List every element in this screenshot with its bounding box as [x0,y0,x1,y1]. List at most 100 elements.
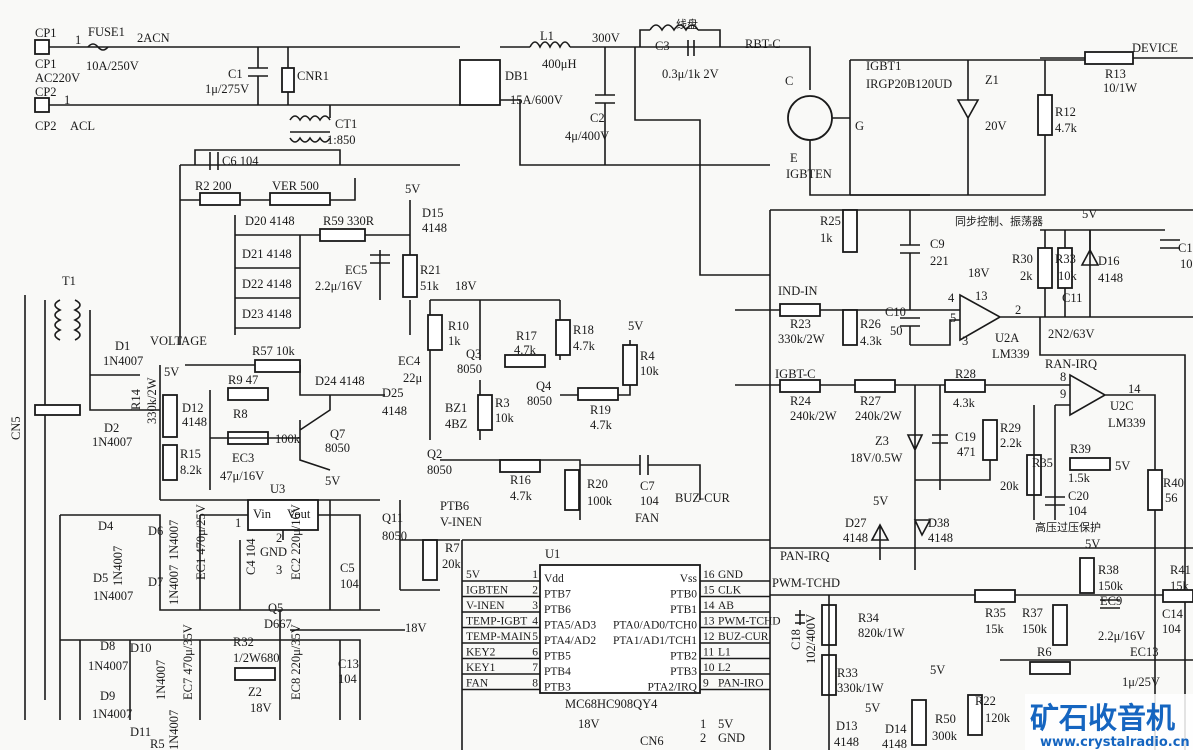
u1-left-pin-number: 7 [532,662,538,674]
label-r29v: 2.2k [1000,436,1023,450]
label-r13v: 10/1W [1103,81,1137,95]
label-v5d: 5V [325,474,340,488]
label-d6v: 1N4007 [167,520,181,560]
label-ec9v: 2.2μ/16V [1098,629,1145,643]
r21-body [402,254,418,298]
label-v5f: 5V [1115,459,1130,473]
label-r24: R24 [790,394,812,408]
r30-body [1037,247,1053,289]
label-r30: R30 [1012,252,1033,266]
label-r2: R2 200 [195,179,231,193]
label-c19v: 471 [957,445,976,459]
label-v5c: 5V [628,319,643,333]
label-c11v: 2N2/63V [1048,327,1095,341]
label-ec3v: 47μ/16V [220,469,264,483]
label-c18: C18 [789,629,803,650]
label-q5v: D667 [264,617,292,631]
label-gnd: GND [260,545,287,559]
label-ec3: EC3 [232,451,254,465]
label-r22v: 120k [985,711,1011,725]
r20-body [564,469,580,511]
label-c18v: 102/400V [804,614,818,664]
label-d24: D24 4148 [315,374,365,388]
label-r9: R9 47 [228,373,258,387]
label-z3v: 18V/0.5W [850,451,903,465]
label-c1xv: 10 [1180,257,1193,271]
label-igbtc: IGBT-C [775,367,816,381]
label-r38: R38 [1098,563,1119,577]
label-d20: D20 4148 [245,214,295,228]
label-d25v: 4148 [382,404,407,418]
label-r35av: 20k [1000,479,1020,493]
label-c2v: 4μ/400V [565,129,609,143]
label-c5: C5 [340,561,355,575]
r13-body [1084,51,1134,65]
label-sync: 同步控制、振荡器 [955,214,1043,228]
label-cnr1: CNR1 [297,69,329,83]
label-d21: D21 4148 [242,247,292,261]
label-r41v: 15k [1170,579,1190,593]
label-db1v: 15A/600V [510,93,563,107]
label-r32v: 1/2W680 [233,651,280,665]
label-d27v: 4148 [843,531,868,545]
label-v5i: 5V [930,663,945,677]
label-coil: 线盘 [676,17,698,31]
label-vinen: V-INEN [440,515,482,529]
u1-right-net: L2 [718,662,731,674]
u1-left-pin-number: 2 [532,585,538,597]
label-r17: R17 [516,329,537,343]
label-r35bv: 15k [985,622,1005,636]
watermark-title: 矿石收音机 [1030,701,1175,735]
label-r28v: 4.3k [953,396,976,410]
label-r8: R8 [233,407,248,421]
label-d2: D2 [104,421,119,435]
label-r35b: R35 [985,606,1006,620]
label-r5: R5 [150,737,165,750]
label-q4v: 8050 [527,394,552,408]
label-c7: C7 [640,479,655,493]
u1-right-net: BUZ-CUR [718,631,769,643]
label-u2a: U2A [995,331,1019,345]
label-d2v: 1N4007 [92,435,132,449]
label-r50: R50 [935,712,956,726]
label-fan: FAN [635,511,659,525]
label-c11: C11 [1062,291,1082,305]
label-bz1: BZ1 [445,401,467,415]
label-v5j: 5V [865,701,880,715]
label-d12: D12 [182,401,204,415]
label-r40: R40 [1163,476,1184,490]
label-r16v: 4.7k [510,489,533,503]
u1-left-net: IGBTEN [466,585,509,597]
r15-body [162,444,178,481]
r35b-body [974,589,1016,603]
label-igbten: IGBTEN [786,167,832,181]
u1-left-pin-name: PTA5/AD3 [544,620,596,632]
label-r27v: 240k/2W [855,409,902,423]
label-d16v: 4148 [1098,271,1123,285]
label-ranirq: RAN-IRQ [1045,357,1097,371]
u1-right-net: AB [718,600,734,612]
label-u2c: U2C [1110,399,1134,413]
label-r39v: 1.5k [1068,471,1091,485]
label-q3v: 8050 [457,362,482,376]
label-r33b: R33 [837,666,858,680]
u1-right-pin-name: Vss [680,573,698,585]
u1-left-pin-number: 1 [532,569,538,581]
label-r8v: 100k [275,432,301,446]
label-u2av: LM339 [992,347,1030,361]
label-r38v: 150k [1098,579,1124,593]
r2-body [199,192,241,206]
label-v18b: 18V [405,621,427,635]
label-q2v: 8050 [427,463,452,477]
label-pg: G [855,119,864,133]
label-c5v: 104 [340,577,360,591]
u1-right-net: CLK [718,585,742,597]
label-c3v: 0.3μ/1k 2V [662,67,719,81]
r28-body [944,379,986,393]
label-r3: R3 [495,396,510,410]
label-v18c: 18V [578,717,600,731]
r12-body [1037,94,1053,136]
label-z3: Z3 [875,434,889,448]
label-d4v: 1N4007 [111,546,125,586]
